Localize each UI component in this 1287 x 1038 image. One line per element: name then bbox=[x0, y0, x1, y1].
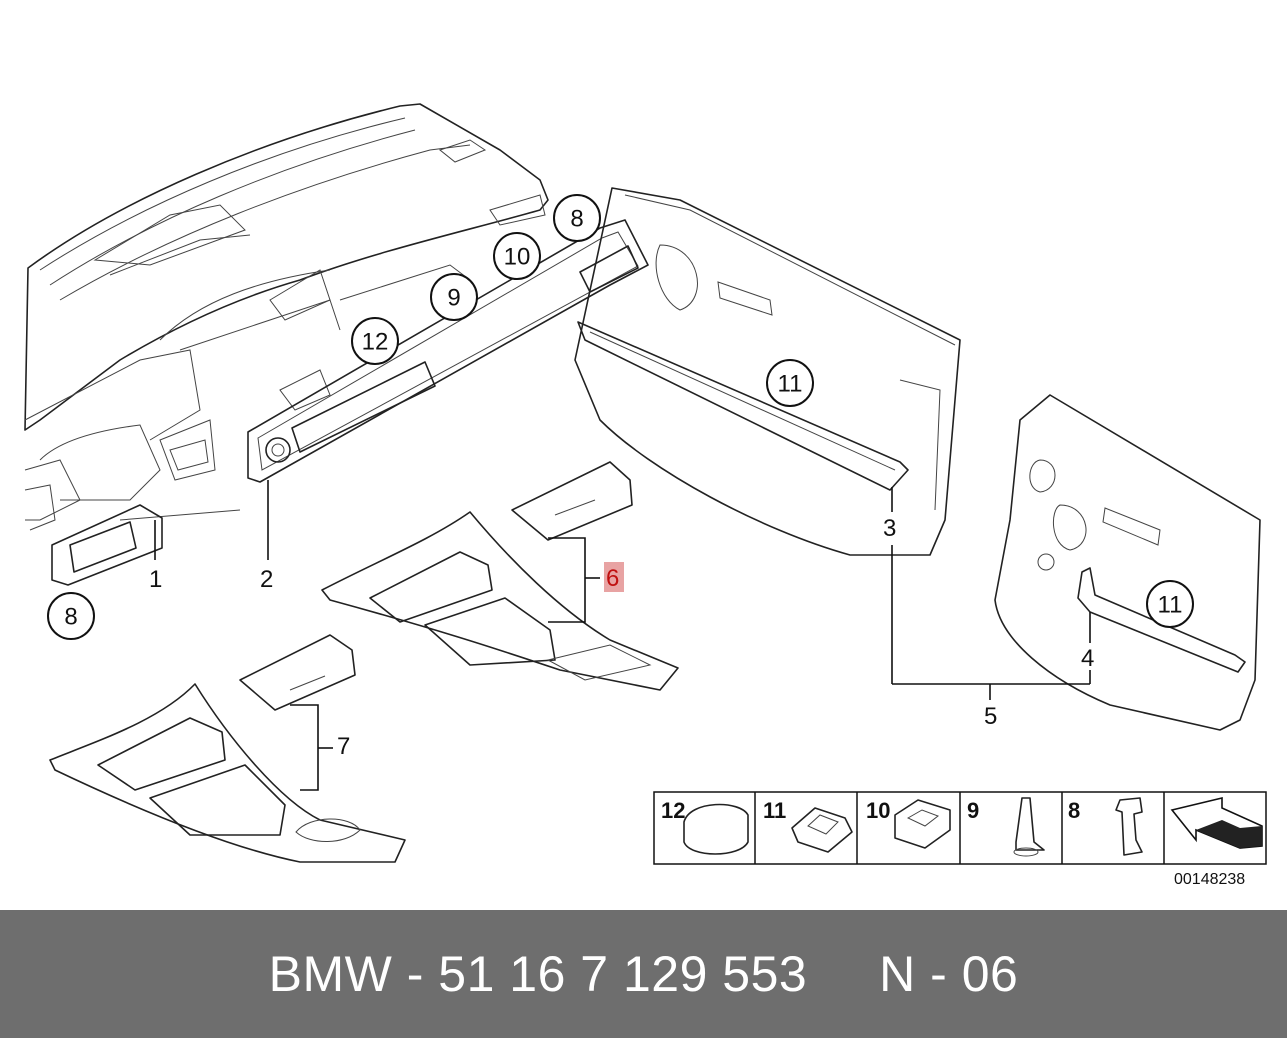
callout-11-lower: 11 bbox=[1146, 580, 1194, 628]
label-part-7: 7 bbox=[337, 733, 350, 760]
callout-11-upper: 11 bbox=[766, 359, 814, 407]
svg-text:12: 12 bbox=[362, 329, 389, 356]
legend-item-10: 10 bbox=[866, 798, 951, 849]
svg-text:12: 12 bbox=[661, 798, 685, 823]
svg-text:10: 10 bbox=[504, 244, 531, 271]
callout-9: 9 bbox=[430, 273, 478, 321]
legend-item-11: 11 bbox=[763, 798, 853, 853]
parts-diagram: 8 10 9 12 11 11 8 1 2 3 4 5 6 7 12 bbox=[24, 103, 1267, 888]
svg-text:11: 11 bbox=[763, 798, 786, 823]
door-panel-rear bbox=[994, 394, 1261, 731]
part-1-left-trim bbox=[51, 504, 163, 586]
door-panel-front bbox=[574, 187, 961, 556]
svg-text:9: 9 bbox=[447, 285, 460, 312]
svg-text:11: 11 bbox=[1158, 592, 1183, 619]
svg-text:11: 11 bbox=[778, 371, 803, 398]
part-2-dash-trim bbox=[247, 219, 649, 483]
part-6-console-trim bbox=[321, 461, 679, 691]
legend-item-9: 9 bbox=[967, 797, 1045, 857]
dashboard-illustration bbox=[24, 103, 549, 531]
leader-lines bbox=[154, 480, 1091, 791]
callout-10: 10 bbox=[493, 232, 541, 280]
label-part-4: 4 bbox=[1081, 645, 1094, 672]
svg-text:10: 10 bbox=[866, 798, 890, 823]
label-part-6-highlight bbox=[604, 562, 624, 592]
label-part-5: 5 bbox=[984, 703, 997, 730]
svg-text:8: 8 bbox=[570, 206, 583, 233]
callout-8-top: 8 bbox=[553, 194, 601, 242]
part-3-door-trim bbox=[577, 321, 909, 491]
callout-8-left: 8 bbox=[47, 592, 95, 640]
footer-bar: BMW - 51 16 7 129 553 N - 06 bbox=[0, 910, 1287, 1038]
legend-item-12: 12 bbox=[661, 798, 749, 855]
svg-text:8: 8 bbox=[1068, 798, 1080, 823]
legend-item-8: 8 bbox=[1068, 797, 1143, 856]
part-number-text: BMW - 51 16 7 129 553 N - 06 bbox=[268, 946, 1019, 1002]
legend-arrow-icon bbox=[1170, 796, 1263, 849]
reference-number: 00148238 bbox=[1174, 871, 1245, 888]
part-4-rear-door-trim bbox=[1077, 567, 1246, 673]
fastener-legend: 12 11 10 9 8 bbox=[653, 791, 1267, 865]
label-part-1: 1 bbox=[149, 566, 162, 593]
label-part-3: 3 bbox=[883, 515, 896, 542]
callout-12: 12 bbox=[351, 317, 399, 365]
svg-text:8: 8 bbox=[64, 604, 77, 631]
label-part-2: 2 bbox=[260, 566, 273, 593]
part-7-console-trim bbox=[49, 634, 406, 863]
svg-text:9: 9 bbox=[967, 798, 979, 823]
label-part-6: 6 bbox=[606, 565, 619, 592]
